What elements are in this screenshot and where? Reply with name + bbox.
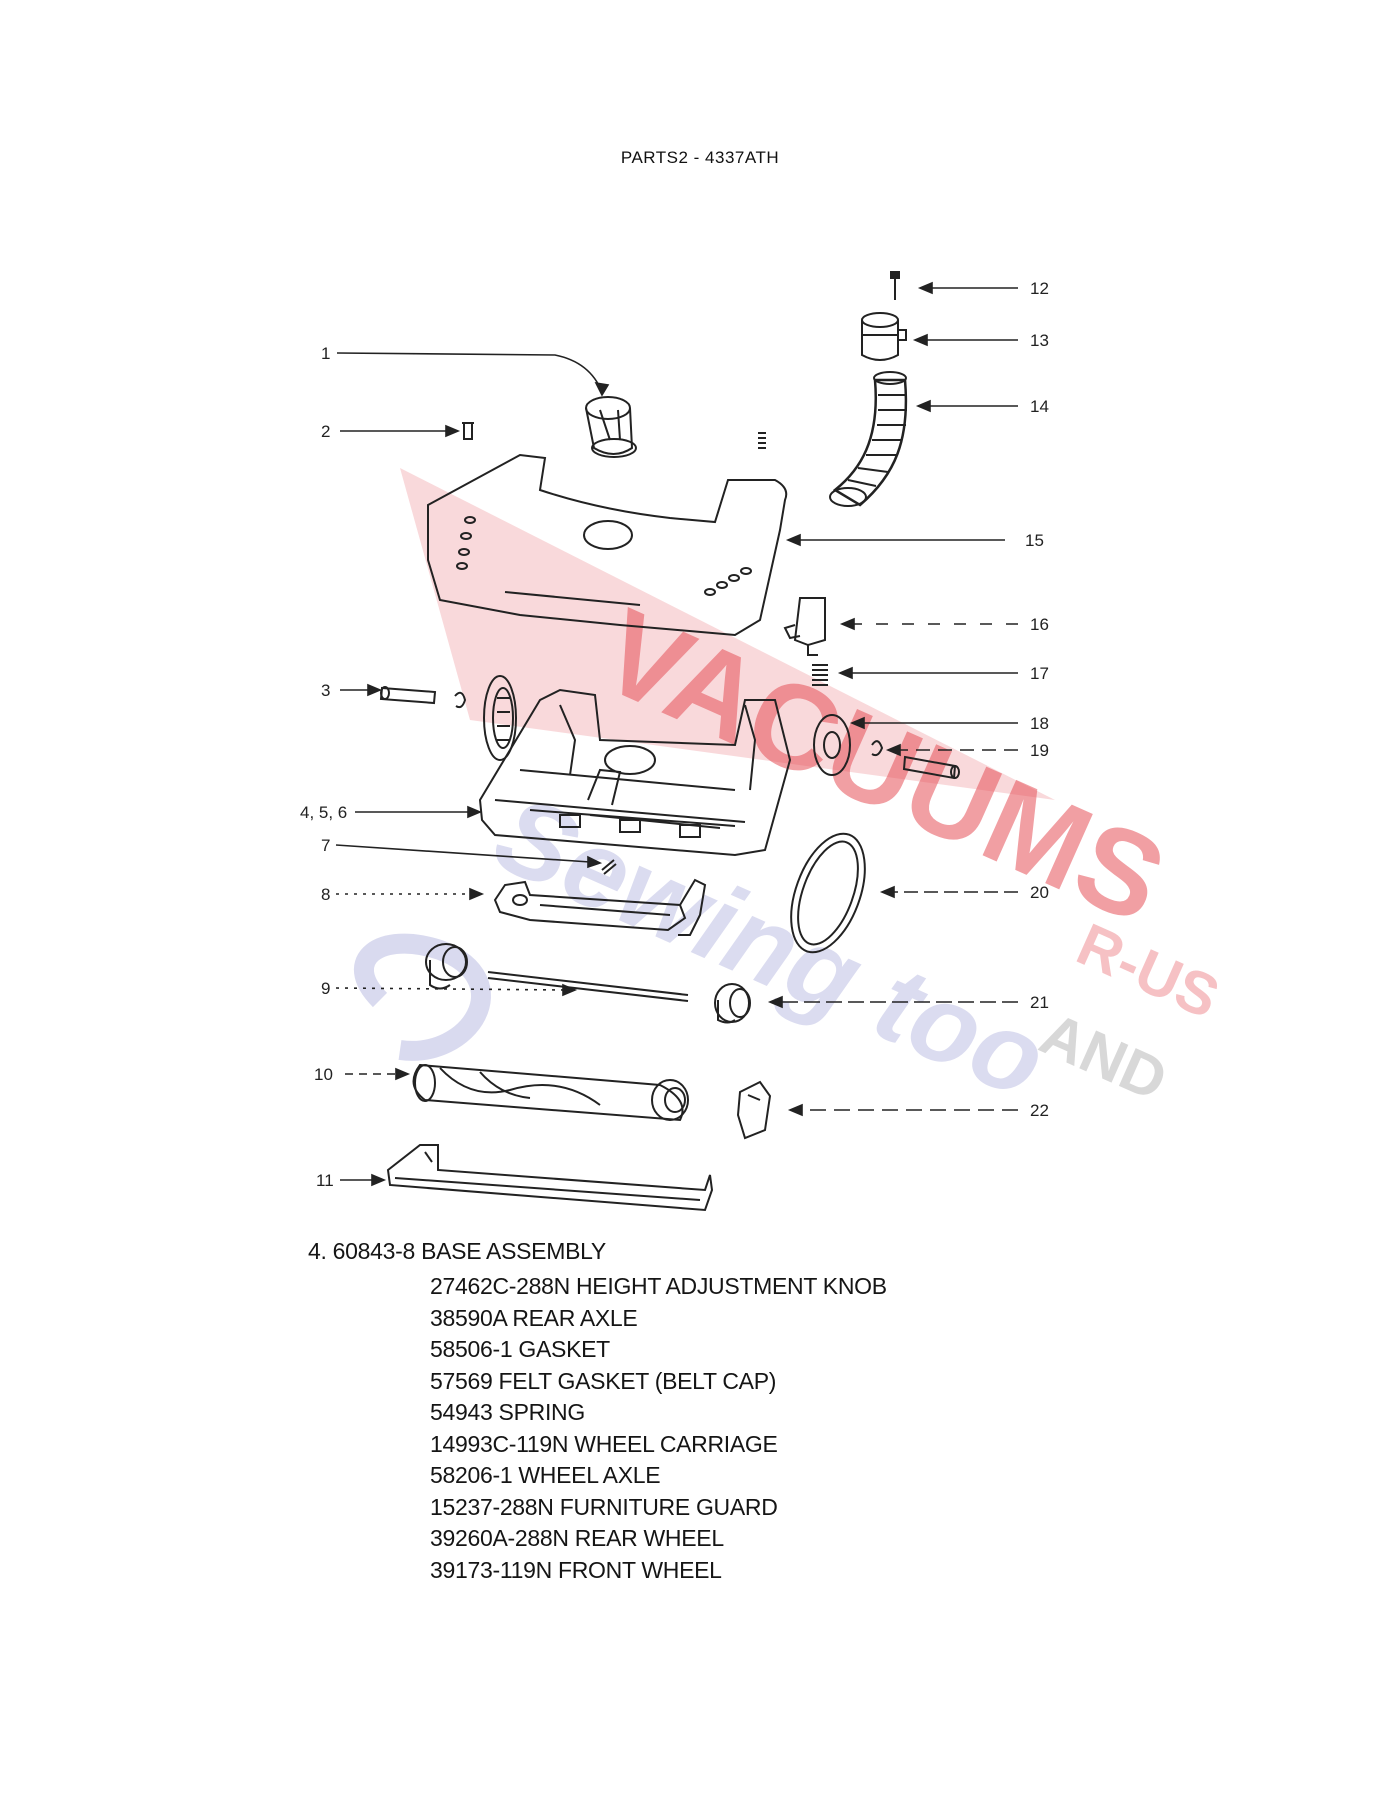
callout-19: 19 [1030, 741, 1049, 760]
small-spring-top [758, 432, 766, 449]
callout-15: 15 [1025, 531, 1044, 550]
callout-labels: 1 2 3 4, 5, 6 7 8 9 10 11 12 13 14 15 16… [300, 279, 1049, 1190]
part-1-elbow [585, 396, 637, 458]
part-18-wheel [813, 714, 851, 776]
part-19-clip-axle [871, 740, 960, 780]
parts-list-items: 27462C-288N HEIGHT ADJUSTMENT KNOB 38590… [308, 1271, 1008, 1586]
part-22-belt-cap [736, 1080, 772, 1140]
part-16-latch [783, 597, 826, 656]
watermark-logo: VACUUMS R-US AND Sewing too [353, 468, 1229, 1122]
list-item: 57569 FELT GASKET (BELT CAP) [430, 1367, 777, 1394]
part-13-hose-connector [861, 312, 907, 361]
list-item: 38590A REAR AXLE [430, 1304, 638, 1331]
part-4-5-6-base [478, 688, 792, 857]
left-end-cap [425, 943, 468, 990]
part-14-hose [829, 371, 908, 507]
callout-12: 12 [1030, 279, 1049, 298]
part-9-shaft [487, 971, 689, 1002]
parts-list: 4. 60843-8 BASE ASSEMBLY 27462C-288N HEI… [308, 1238, 1008, 1586]
list-item: 39260A-288N REAR WHEEL [430, 1525, 724, 1551]
leader-lines [335, 281, 1018, 1187]
list-item: 58206-1 WHEEL AXLE [430, 1462, 661, 1488]
callout-9: 9 [321, 979, 330, 998]
callout-21: 21 [1030, 993, 1049, 1012]
parts-list-heading: 4. 60843-8 BASE ASSEMBLY [308, 1238, 606, 1264]
list-item: 54943 SPRING [430, 1399, 585, 1425]
list-item: 39173-119N FRONT WHEEL [430, 1556, 722, 1583]
callout-16: 16 [1030, 615, 1049, 634]
callout-13: 13 [1030, 331, 1049, 350]
callout-11: 11 [316, 1171, 334, 1190]
callout-20: 20 [1030, 883, 1049, 902]
part-20-belt [790, 832, 866, 954]
list-item: 27462C-288N HEIGHT ADJUSTMENT KNOB [430, 1273, 887, 1299]
page-title: PARTS2 - 4337ATH [620, 148, 780, 167]
left-rear-wheel [483, 675, 517, 761]
list-item: 14993C-119N WHEEL CARRIAGE [430, 1430, 778, 1457]
callout-17: 17 [1030, 664, 1049, 683]
clip-left [454, 691, 467, 709]
list-item: 58506-1 GASKET [430, 1336, 610, 1362]
part-2-clip [462, 422, 474, 440]
callout-22: 22 [1030, 1101, 1049, 1120]
part-15-hood [427, 453, 788, 637]
watermark-rus-text: R-US [1068, 910, 1229, 1031]
callout-8: 8 [321, 885, 330, 904]
part-3-rear-axle [379, 686, 437, 705]
part-12-screw [890, 271, 900, 300]
callout-2: 2 [321, 422, 330, 441]
part-17-spring [812, 664, 828, 686]
callout-3: 3 [321, 681, 330, 700]
watermark-blue-swoosh [353, 933, 491, 1061]
part-11-furniture-guard [386, 1144, 714, 1212]
list-item: 15237-288N FURNITURE GUARD [430, 1493, 778, 1520]
callout-7: 7 [321, 836, 330, 855]
callout-4-5-6: 4, 5, 6 [300, 803, 347, 822]
part-8-wheel-carriage [493, 878, 707, 936]
part-drawings [379, 271, 960, 1212]
part-7-pin [601, 859, 617, 875]
callout-18: 18 [1030, 714, 1049, 733]
callout-1: 1 [321, 344, 330, 363]
part-21-end-cap [714, 983, 751, 1024]
callout-14: 14 [1030, 397, 1049, 416]
part-10-brushroll [412, 1063, 689, 1122]
callout-10: 10 [314, 1065, 333, 1084]
